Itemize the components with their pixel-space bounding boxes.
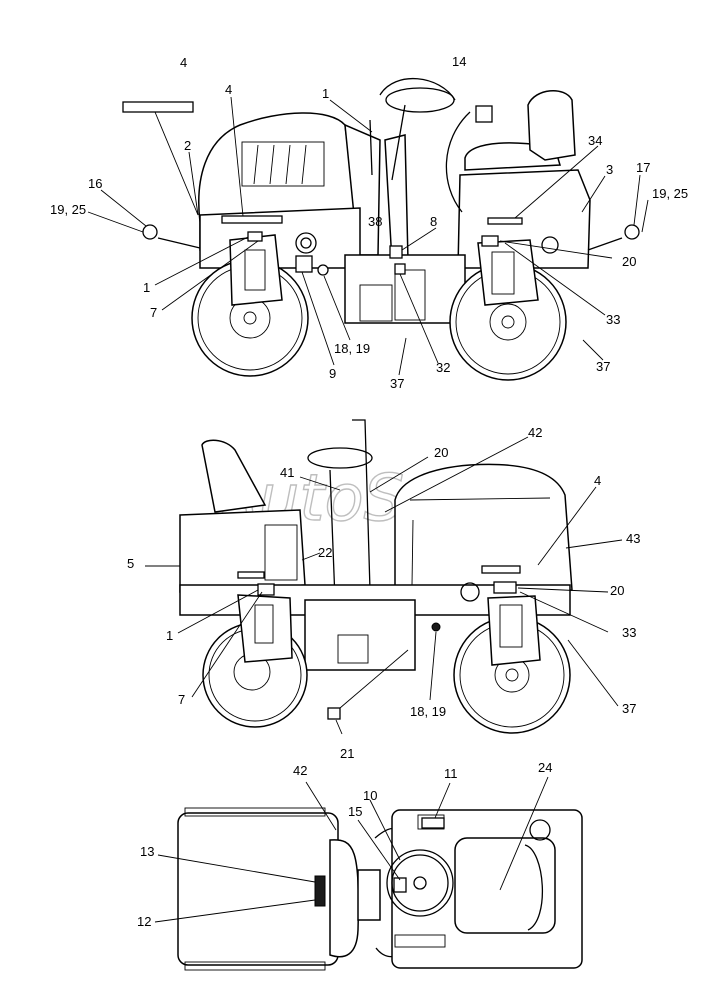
callout-38: 38	[368, 214, 382, 229]
leaders-bottom	[154, 776, 549, 923]
callout-33-mid: 33	[622, 625, 636, 640]
decal-18-19-mid	[431, 622, 441, 632]
callout-2: 2	[184, 138, 191, 153]
decal-12-13	[314, 875, 326, 907]
callout-7-top: 7	[150, 305, 157, 320]
decal-11	[421, 817, 445, 829]
callout-22: 22	[318, 545, 332, 560]
callout-24: 24	[538, 760, 552, 775]
decal-17	[624, 224, 640, 240]
callout-18-19-top: 18, 19	[334, 341, 370, 356]
callout-37-right: 37	[596, 359, 610, 374]
callout-7-mid: 7	[178, 692, 185, 707]
decal-14	[475, 105, 493, 123]
callout-15: 15	[348, 804, 362, 819]
leaders-mid	[145, 436, 623, 735]
top-view	[177, 807, 583, 971]
decal-18-19	[317, 264, 329, 276]
callout-1-top: 1	[322, 86, 329, 101]
callout-34: 34	[588, 133, 602, 148]
callout-4a: 4	[180, 55, 187, 70]
decal-9	[295, 255, 313, 273]
callout-19-25-right: 19, 25	[652, 186, 688, 201]
callout-14: 14	[452, 54, 466, 69]
decal-4-callout	[122, 101, 194, 113]
callout-11: 11	[444, 766, 458, 781]
callout-43: 43	[626, 531, 640, 546]
decal-34	[487, 217, 523, 225]
side-view-left	[191, 77, 591, 381]
callout-1-mid: 1	[166, 628, 173, 643]
decal-20-mid	[493, 581, 517, 594]
decal-1-mid	[257, 583, 275, 596]
callout-33-top: 33	[606, 312, 620, 327]
callout-19-25-left: 19, 25	[50, 202, 86, 217]
callout-10: 10	[363, 788, 377, 803]
callout-18-19-mid: 18, 19	[410, 704, 446, 719]
callout-4b: 4	[225, 82, 232, 97]
decal-38	[389, 245, 403, 259]
decal-20-rear	[481, 235, 499, 247]
callout-3: 3	[606, 162, 613, 177]
callout-13: 13	[140, 844, 154, 859]
callout-37-mid: 37	[390, 376, 404, 391]
callout-8: 8	[430, 214, 437, 229]
leaders-top	[87, 96, 649, 376]
side-view-right	[179, 419, 573, 734]
callout-4-mid: 4	[594, 473, 601, 488]
decal-21	[327, 707, 341, 720]
decal-1-front	[247, 231, 263, 242]
callout-9: 9	[329, 366, 336, 381]
decal-4-mid	[237, 571, 265, 579]
decal-15	[393, 877, 407, 893]
callout-20-mid: 20	[610, 583, 624, 598]
callout-12: 12	[137, 914, 151, 929]
callout-20-top: 20	[622, 254, 636, 269]
callout-16: 16	[88, 176, 102, 191]
callout-21: 21	[340, 746, 354, 761]
decal-32	[394, 263, 406, 275]
callout-41: 41	[280, 465, 294, 480]
callout-5: 5	[127, 556, 134, 571]
decal-4-on-hood	[221, 215, 283, 224]
callout-20-mid-top: 20	[434, 445, 448, 460]
decal-16	[142, 224, 158, 240]
decal-4-mid-hood	[481, 565, 521, 574]
callout-37-mid-view: 37	[622, 701, 636, 716]
callout-42-mid: 42	[528, 425, 542, 440]
callout-1-front: 1	[143, 280, 150, 295]
callout-42-top: 42	[293, 763, 307, 778]
callout-32: 32	[436, 360, 450, 375]
callout-17: 17	[636, 160, 650, 175]
